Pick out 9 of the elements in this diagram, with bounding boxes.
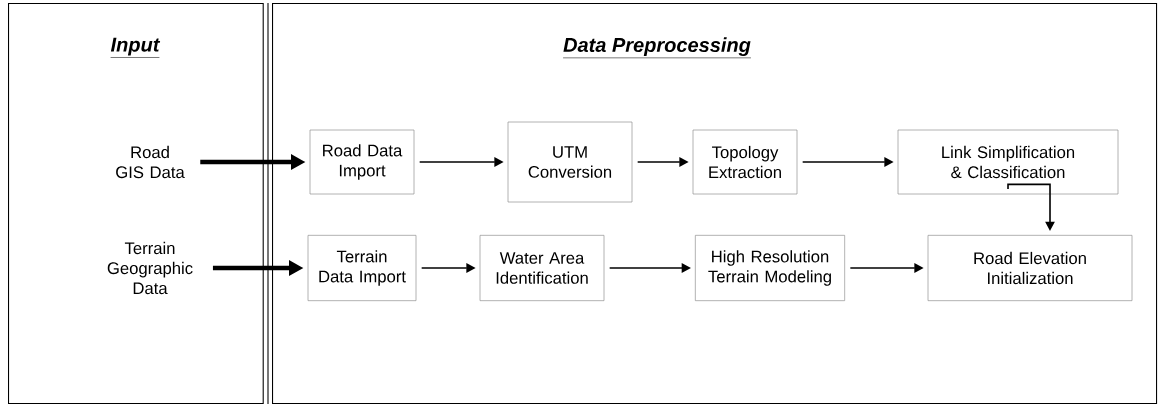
process-box: Topology Extraction: [692, 129, 798, 195]
process-box: Link Simplification & Classification: [897, 129, 1119, 195]
process-box: Road Elevation Initialization: [927, 235, 1133, 301]
process-box: Terrain Data Import: [307, 235, 417, 301]
process-box: High Resolution Terrain Modeling: [695, 235, 845, 301]
panel-heading: Data Preprocessing: [562, 37, 752, 59]
process-box: Road Data Import: [309, 129, 415, 195]
process-box: UTM Conversion: [507, 121, 633, 203]
process-box: Water Area Identification: [479, 235, 605, 301]
